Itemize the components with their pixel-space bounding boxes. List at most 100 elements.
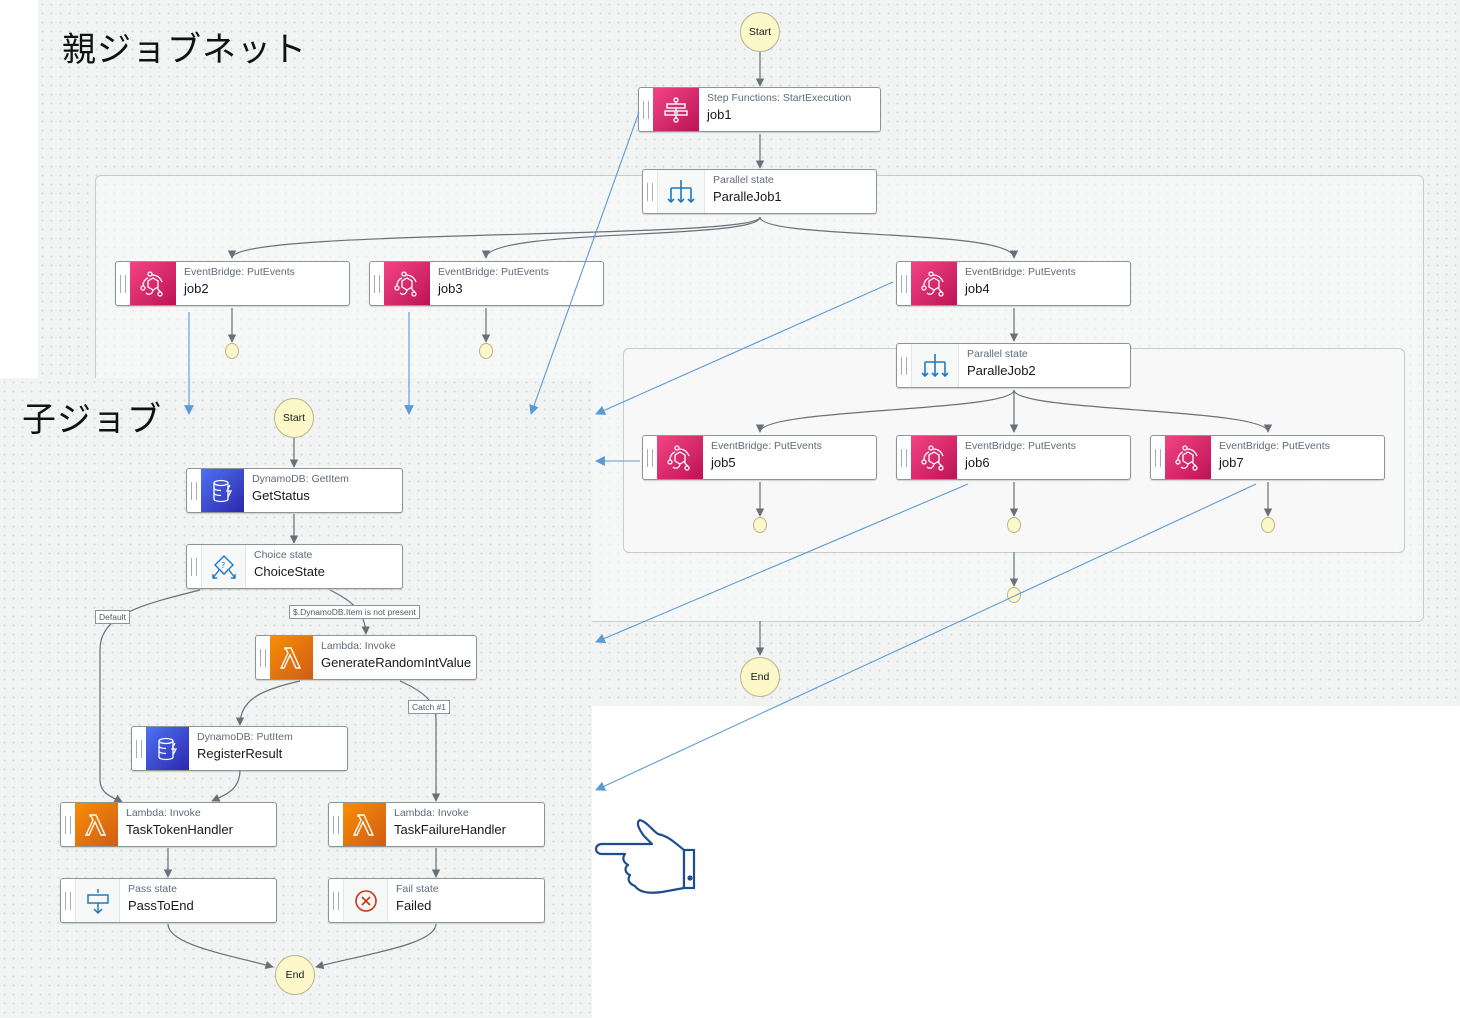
drag-handle[interactable] bbox=[370, 262, 384, 305]
drag-handle[interactable] bbox=[329, 803, 343, 846]
step-functions-icon bbox=[653, 88, 699, 131]
state-job5[interactable]: EventBridge: PutEvents job5 bbox=[642, 435, 877, 480]
child-end-node[interactable]: End bbox=[275, 955, 315, 995]
state-type: EventBridge: PutEvents bbox=[965, 266, 1076, 278]
svg-text:?: ? bbox=[221, 561, 225, 570]
pointing-hand-icon bbox=[594, 818, 696, 894]
state-name: TaskFailureHandler bbox=[394, 822, 506, 837]
state-type: EventBridge: PutEvents bbox=[1219, 440, 1330, 452]
drag-handle[interactable] bbox=[897, 344, 911, 387]
branch-end-dot-job2 bbox=[225, 343, 239, 359]
state-job4[interactable]: EventBridge: PutEvents job4 bbox=[896, 261, 1131, 306]
drag-handle[interactable] bbox=[1151, 436, 1165, 479]
state-name: job5 bbox=[711, 455, 736, 470]
state-type: Step Functions: StartExecution bbox=[707, 92, 852, 104]
state-name: ChoiceState bbox=[254, 564, 325, 579]
state-name: TaskTokenHandler bbox=[126, 822, 233, 837]
state-type: Lambda: Invoke bbox=[126, 807, 201, 819]
state-name: GenerateRandomIntValue bbox=[321, 655, 472, 670]
pass-icon bbox=[75, 879, 120, 922]
drag-handle[interactable] bbox=[643, 170, 657, 213]
eventbridge-icon bbox=[911, 436, 957, 479]
parallel-icon bbox=[657, 170, 705, 213]
branch-end-dot-job5 bbox=[753, 517, 767, 533]
drag-handle[interactable] bbox=[187, 545, 201, 588]
eventbridge-icon bbox=[1165, 436, 1211, 479]
lambda-icon bbox=[343, 803, 386, 846]
drag-handle[interactable] bbox=[116, 262, 130, 305]
drag-handle[interactable] bbox=[187, 469, 201, 512]
parallel-icon bbox=[911, 344, 959, 387]
edge-label-catch: Catch #1 bbox=[408, 700, 451, 714]
drag-handle[interactable] bbox=[61, 803, 75, 846]
parallel2-end-dot bbox=[1007, 587, 1021, 603]
drag-handle[interactable] bbox=[639, 88, 653, 131]
eventbridge-icon bbox=[911, 262, 957, 305]
state-job1[interactable]: Step Functions: StartExecution job1 bbox=[638, 87, 881, 132]
eventbridge-icon bbox=[384, 262, 430, 305]
drag-handle[interactable] bbox=[643, 436, 657, 479]
state-type: DynamoDB: GetItem bbox=[252, 473, 349, 485]
state-job3[interactable]: EventBridge: PutEvents job3 bbox=[369, 261, 604, 306]
drag-handle[interactable] bbox=[132, 727, 146, 770]
state-name: job1 bbox=[707, 107, 732, 122]
branch-end-dot-job3 bbox=[479, 343, 493, 359]
state-type: EventBridge: PutEvents bbox=[965, 440, 1076, 452]
lambda-icon bbox=[75, 803, 118, 846]
state-name: job4 bbox=[965, 281, 990, 296]
state-name: job2 bbox=[184, 281, 209, 296]
fail-icon bbox=[343, 879, 388, 922]
state-type: Parallel state bbox=[713, 174, 774, 186]
state-type: Choice state bbox=[254, 549, 313, 561]
state-type: Parallel state bbox=[967, 348, 1028, 360]
drag-handle[interactable] bbox=[897, 262, 911, 305]
dynamodb-icon bbox=[146, 727, 189, 770]
state-name: ParalleJob2 bbox=[967, 363, 1036, 378]
child-start-node[interactable]: Start bbox=[274, 398, 314, 438]
state-type: Pass state bbox=[128, 883, 178, 895]
state-type: Lambda: Invoke bbox=[394, 807, 469, 819]
edge-label-default: Default bbox=[95, 610, 130, 624]
lambda-icon bbox=[270, 636, 313, 679]
state-name: job3 bbox=[438, 281, 463, 296]
drag-handle[interactable] bbox=[329, 879, 343, 922]
parent-jobnet-title: 親ジョブネット bbox=[62, 30, 307, 70]
state-type: EventBridge: PutEvents bbox=[184, 266, 295, 278]
drag-handle[interactable] bbox=[897, 436, 911, 479]
state-type: Fail state bbox=[396, 883, 439, 895]
state-name: GetStatus bbox=[252, 488, 310, 503]
eventbridge-icon bbox=[657, 436, 703, 479]
state-job2[interactable]: EventBridge: PutEvents job2 bbox=[115, 261, 350, 306]
choice-icon: ? bbox=[201, 545, 246, 588]
branch-end-dot-job7 bbox=[1261, 517, 1275, 533]
child-job-title: 子ジョブ bbox=[22, 400, 162, 440]
state-name: ParalleJob1 bbox=[713, 189, 782, 204]
drag-handle[interactable] bbox=[61, 879, 75, 922]
parent-start-node[interactable]: Start bbox=[740, 12, 780, 52]
branch-end-dot-job6 bbox=[1007, 517, 1021, 533]
parent-end-node[interactable]: End bbox=[740, 657, 780, 697]
state-name: PassToEnd bbox=[128, 898, 194, 913]
state-type: DynamoDB: PutItem bbox=[197, 731, 293, 743]
state-type: Lambda: Invoke bbox=[321, 640, 396, 652]
state-name: RegisterResult bbox=[197, 746, 283, 761]
eventbridge-icon bbox=[130, 262, 176, 305]
state-type: EventBridge: PutEvents bbox=[711, 440, 822, 452]
state-job6[interactable]: EventBridge: PutEvents job6 bbox=[896, 435, 1131, 480]
edge-label-not-present: $.DynamoDB.Item is not present bbox=[289, 605, 420, 619]
state-type: EventBridge: PutEvents bbox=[438, 266, 549, 278]
state-name: job6 bbox=[965, 455, 990, 470]
dynamodb-icon bbox=[201, 469, 244, 512]
drag-handle[interactable] bbox=[256, 636, 270, 679]
